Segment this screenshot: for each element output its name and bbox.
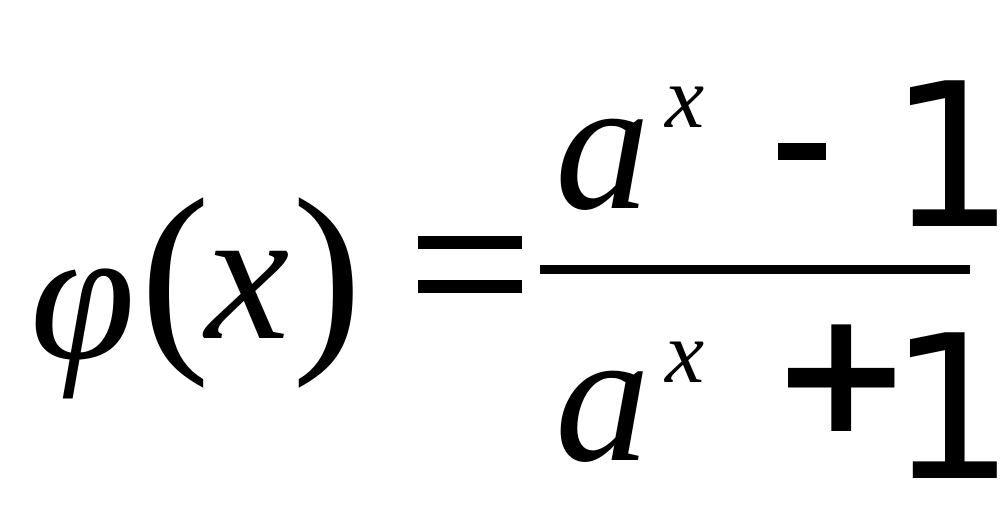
denominator-exponent: x	[665, 305, 705, 402]
plus-sign: +	[770, 274, 913, 472]
minus-sign	[778, 143, 826, 160]
close-paren: )	[292, 157, 362, 389]
open-paren: (	[140, 157, 210, 389]
numerator-exponent: x	[665, 50, 705, 147]
equals-bar-bottom	[418, 280, 522, 293]
equals-bar-top	[418, 236, 522, 249]
fraction-bar	[540, 265, 970, 274]
math-formula: φ ( x ) a x 1 a x + 1	[30, 40, 1008, 510]
numerator-base: a	[555, 40, 650, 250]
phi-symbol: φ	[30, 190, 136, 400]
function-variable: x	[205, 170, 290, 380]
denominator-constant: 1	[888, 293, 1008, 526]
denominator-base: a	[555, 292, 650, 502]
numerator-constant: 1	[888, 41, 1008, 274]
